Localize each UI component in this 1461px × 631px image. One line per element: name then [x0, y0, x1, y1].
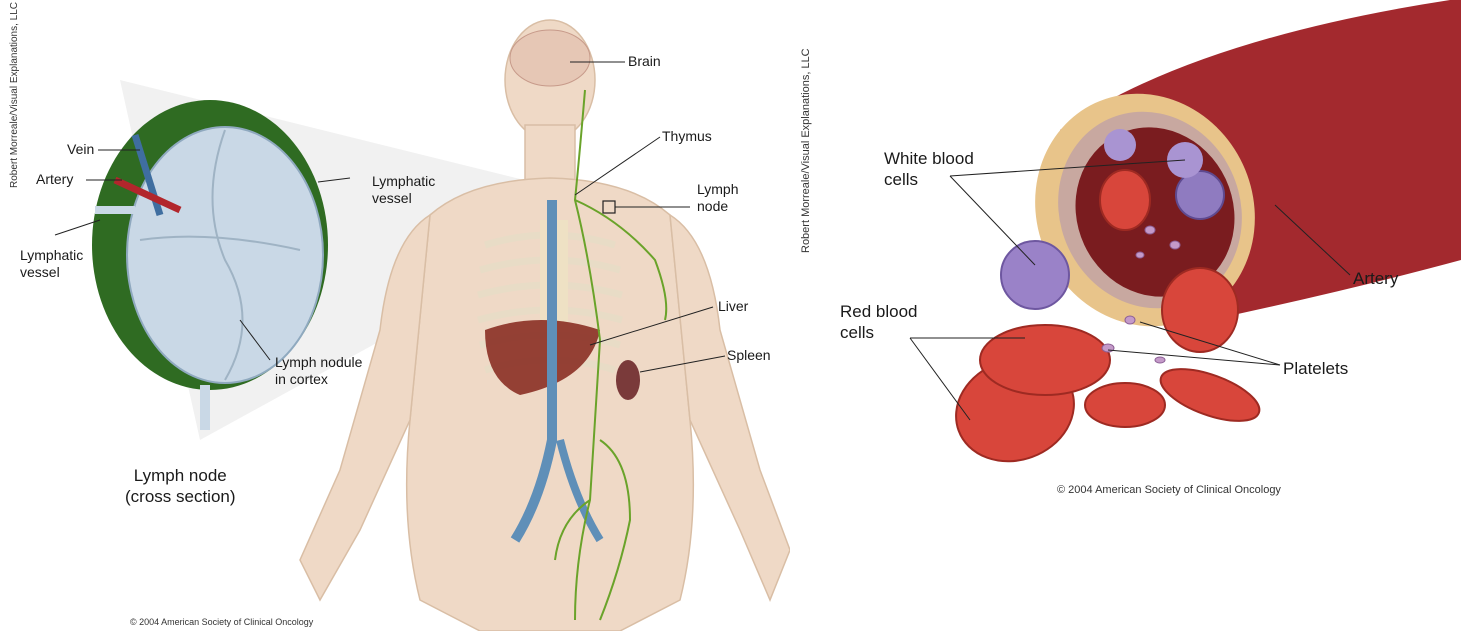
label-white-blood-cells: White blood cells — [884, 148, 974, 190]
lymphatic-system-figure: Robert Morreale/Visual Explanations, LLC… — [0, 0, 790, 631]
label-artery: Artery — [36, 171, 73, 188]
label-lymphatic-vessel-incoming: Lymphatic vessel — [372, 173, 435, 207]
lymphatic-system-illustration — [0, 0, 790, 631]
label-brain: Brain — [628, 53, 661, 70]
left-credit: Robert Morreale/Visual Explanations, LLC — [9, 2, 20, 188]
label-thymus: Thymus — [662, 128, 712, 145]
blood-cells-figure: Robert Morreale/Visual Explanations, LLC… — [790, 0, 1461, 631]
label-vein: Vein — [67, 141, 94, 158]
label-artery-right: Artery — [1353, 268, 1398, 289]
label-lymph-node: Lymph node — [697, 181, 739, 215]
spleen-shape — [616, 360, 640, 400]
label-liver: Liver — [718, 298, 748, 315]
label-lymph-nodule: Lymph nodule in cortex — [275, 354, 362, 388]
left-copyright: © 2004 American Society of Clinical Onco… — [130, 617, 313, 627]
label-red-blood-cells: Red blood cells — [840, 301, 918, 343]
right-copyright: © 2004 American Society of Clinical Onco… — [1057, 484, 1281, 496]
brain-shape — [510, 30, 590, 86]
right-credit: Robert Morreale/Visual Explanations, LLC — [800, 48, 812, 253]
label-cross-section: Lymph node (cross section) — [125, 465, 236, 507]
label-lymphatic-vessel-outgoing: Lymphatic vessel — [20, 247, 83, 281]
label-spleen: Spleen — [727, 347, 771, 364]
label-platelets: Platelets — [1283, 358, 1348, 379]
